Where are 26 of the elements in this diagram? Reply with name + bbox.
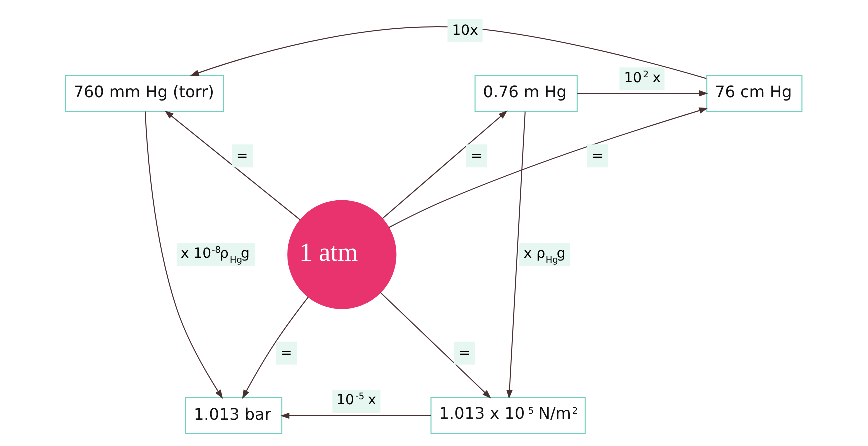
- arrow: [382, 110, 508, 219]
- edge-label: x 10$^{-8}$ρ$_{Hg}$g: [180, 245, 250, 266]
- edge-label: 10x: [452, 22, 478, 39]
- arrow: [242, 296, 309, 399]
- node-box: 1.013 x 10$^{5}$ N/m$^{2}$: [430, 396, 586, 434]
- edge-label: =: [280, 345, 292, 362]
- edge-label: 10$^{2}$ x: [624, 70, 661, 86]
- edge-label: =: [236, 148, 248, 164]
- node-box: 760 mm Hg (torr): [65, 74, 224, 112]
- node-box: 0.76 m Hg: [474, 74, 578, 112]
- arrow: [577, 90, 708, 96]
- node-box: 1.013 bar: [185, 396, 283, 434]
- arrow: [280, 412, 432, 419]
- node-box: 76 cm Hg: [706, 74, 803, 112]
- edge-label: =: [592, 148, 604, 164]
- edge-label: =: [470, 148, 483, 164]
- arrow: [506, 110, 526, 399]
- edge-label: x ρ$_{Hg}$g: [524, 245, 566, 266]
- arrow: [190, 26, 708, 79]
- edge-label: 10$^{-5}$ x: [336, 392, 376, 408]
- node-circle: 1 atm: [288, 200, 397, 309]
- edge-label: =: [458, 345, 471, 362]
- arrow: [388, 107, 708, 228]
- arrow: [164, 110, 301, 220]
- arrow: [380, 292, 492, 398]
- arrow: [144, 110, 224, 399]
